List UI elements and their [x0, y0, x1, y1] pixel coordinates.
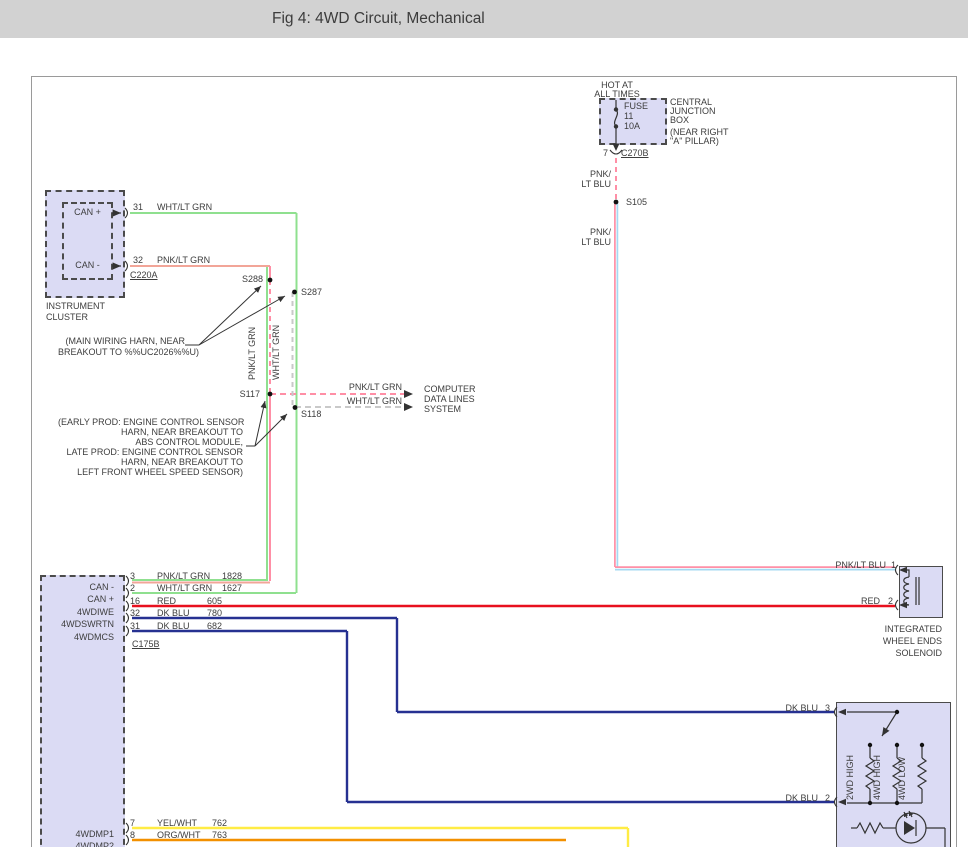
- prod-note-3: ABS CONTROL MODULE,: [135, 437, 243, 447]
- module-wire-color: DK BLU: [157, 608, 190, 618]
- module-pin-number: 16: [130, 596, 141, 606]
- module-wire-color: WHT/LT GRN: [157, 583, 213, 593]
- switch-pin-2: 2: [825, 793, 831, 803]
- module-circuit-number: 605: [207, 596, 223, 606]
- module-circuit-number: 762: [212, 818, 228, 828]
- splice-s105: S105: [626, 197, 648, 207]
- central-junction-box: [599, 98, 667, 145]
- cjb-name-3: BOX: [670, 115, 690, 125]
- cluster-pin-31: 31: [133, 202, 144, 212]
- splice-s117: S117: [239, 389, 260, 399]
- connector-c220a: C220A: [130, 270, 158, 280]
- switch-pos-4wd-low: 4WD LOW: [897, 756, 907, 800]
- module-pin-label: CAN -: [89, 582, 115, 592]
- module-circuit-number: 682: [207, 621, 223, 631]
- cluster-wire-32: PNK/LT GRN: [157, 255, 211, 265]
- module-circuit-number: 1627: [222, 583, 243, 593]
- solenoid-wire-1: PNK/LT BLU: [835, 560, 886, 570]
- module-wire-color: DK BLU: [157, 621, 190, 631]
- module-pin-label: CAN +: [87, 594, 114, 604]
- module-pin-label: 4WDIWE: [77, 607, 114, 617]
- data-lines-dest-3: SYSTEM: [424, 404, 462, 414]
- module-wire-color: ORG/WHT: [157, 830, 201, 840]
- data-lines-dest-1: COMPUTER: [424, 384, 476, 394]
- all-times-label: ALL TIMES: [594, 89, 640, 99]
- figure-title: Fig 4: 4WD Circuit, Mechanical: [272, 10, 485, 27]
- prod-note-1: (EARLY PROD: ENGINE CONTROL SENSOR: [58, 417, 245, 427]
- connector-c175b: C175B: [132, 639, 160, 649]
- cjb-location-2: "A" PILLAR): [670, 136, 719, 146]
- data-line-wht-label: WHT/LT GRN: [346, 396, 402, 406]
- solenoid-pin-2: 2: [888, 596, 894, 606]
- cjb-name-1: CENTRAL: [670, 97, 713, 107]
- cjb-name-2: JUNCTION: [670, 106, 716, 116]
- cluster-pin-32: 32: [133, 255, 144, 265]
- title-bar: Fig 4: 4WD Circuit, Mechanical: [0, 0, 968, 38]
- main-harn-note-1: (MAIN WIRING HARN, NEAR: [65, 336, 185, 346]
- module-wire-color: PNK/LT GRN: [157, 571, 211, 581]
- data-line-pnk-label: PNK/LT GRN: [348, 382, 402, 392]
- can-plus-label: CAN +: [74, 207, 101, 217]
- splice-s287: S287: [301, 287, 323, 297]
- switch-pos-2wd-high: 2WD HIGH: [845, 755, 855, 800]
- prod-note-2: HARN, NEAR BREAKOUT TO: [120, 427, 243, 437]
- prod-note-5: HARN, NEAR BREAKOUT TO: [120, 457, 243, 467]
- module-circuit-number: 780: [207, 608, 223, 618]
- switch-wire-2: DK BLU: [785, 793, 818, 803]
- module-circuit-number: 763: [212, 830, 228, 840]
- solenoid-name-3: SOLENOID: [895, 648, 942, 658]
- switch-pin-3: 3: [825, 703, 831, 713]
- module-pin-label: 4WDMCS: [74, 632, 114, 642]
- cjb-location-1: (NEAR RIGHT: [670, 127, 729, 137]
- wheel-ends-solenoid-box: [899, 566, 943, 618]
- cluster-wire-31: WHT/LT GRN: [157, 202, 213, 212]
- pnk-bus-vertical-label: PNK/LT GRN: [247, 326, 257, 380]
- module-pin-number: 8: [130, 830, 136, 840]
- module-pin-label: 4WDMP2: [75, 841, 114, 847]
- module-pin-number: 31: [130, 621, 141, 631]
- splice-s288: S288: [241, 274, 263, 284]
- module-wire-color: YEL/WHT: [157, 818, 198, 828]
- cluster-name-1: INSTRUMENT: [46, 301, 105, 311]
- module-pin-number: 3: [130, 571, 136, 581]
- main-harn-note-2: BREAKOUT TO %%UC2026%%U): [58, 347, 200, 357]
- fuse-label: FUSE: [624, 101, 649, 111]
- can-minus-label: CAN -: [75, 260, 100, 270]
- module-pin-number: 2: [130, 583, 136, 593]
- module-pin-label: 4WDSWRTN: [61, 619, 114, 629]
- feed-wire-color-1a: PNK/: [589, 169, 611, 179]
- c270b-pin: 7: [603, 148, 609, 158]
- feed-wire-color-1b: LT BLU: [581, 179, 611, 189]
- fuse-number: 11: [624, 111, 634, 121]
- instrument-cluster-inner-box: [62, 202, 113, 280]
- solenoid-pin-1: 1: [891, 560, 897, 570]
- module-pin-number: 7: [130, 818, 136, 828]
- connector-c270b: C270B: [621, 148, 649, 158]
- fuse-amps: 10A: [624, 121, 641, 131]
- solenoid-name-1: INTEGRATED: [884, 624, 942, 634]
- data-lines-dest-2: DATA LINES: [424, 394, 475, 404]
- module-circuit-number: 1828: [222, 571, 243, 581]
- 4wd-control-module-box: [40, 575, 125, 847]
- solenoid-name-2: WHEEL ENDS: [882, 636, 942, 646]
- switch-wire-3: DK BLU: [785, 703, 818, 713]
- module-pin-number: 32: [130, 608, 141, 618]
- prod-note-6: LEFT FRONT WHEEL SPEED SENSOR): [77, 467, 243, 477]
- hot-at-label: HOT AT: [601, 80, 633, 90]
- diagram-border: [31, 76, 957, 847]
- module-wire-color: RED: [157, 596, 177, 606]
- module-pin-label: 4WDMP1: [75, 829, 114, 839]
- splice-s118: S118: [301, 409, 322, 419]
- prod-note-4: LATE PROD: ENGINE CONTROL SENSOR: [66, 447, 243, 457]
- feed-wire-color-2b: LT BLU: [581, 237, 611, 247]
- wht-bus-vertical-label: WHT/LT GRN: [271, 324, 281, 380]
- solenoid-wire-2: RED: [860, 596, 880, 606]
- feed-wire-color-2a: PNK/: [589, 227, 611, 237]
- switch-pos-4wd-high: 4WD HIGH: [872, 755, 882, 800]
- cluster-name-2: CLUSTER: [46, 312, 89, 322]
